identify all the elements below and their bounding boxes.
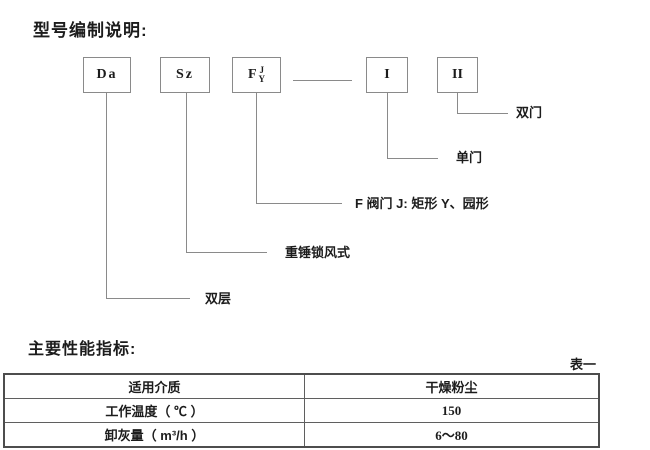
table-row: 适用介质 干燥粉尘 (3, 373, 600, 399)
leader-hline-sz (186, 252, 267, 253)
connector-line-f-to-i (293, 80, 352, 81)
performance-section-title: 主要性能指标: (28, 341, 137, 358)
model-code-box-i: I (366, 57, 408, 93)
leader-vline-f (256, 93, 257, 204)
leader-vline-i (387, 93, 388, 159)
code-ii: II (452, 67, 463, 82)
leader-label-valve-type: F 阀门 J: 矩形 Y、园形 (355, 196, 489, 211)
leader-hline-i (387, 158, 438, 159)
row-discharge-value: 6～80 (304, 422, 600, 448)
model-code-box-sz: Sz (160, 57, 210, 93)
model-code-box-da: Da (83, 57, 131, 93)
code-sz: Sz (176, 67, 194, 82)
code-i: I (384, 67, 390, 82)
code-y: Y (258, 74, 266, 84)
table-row: 卸灰量（ m³/h ） 6～80 (3, 422, 600, 448)
leader-label-lock-type: 重锤锁风式 (285, 245, 351, 260)
code-da: Da (96, 67, 118, 82)
row-temperature-label: 工作温度（ ℃ ） (3, 398, 305, 423)
row-discharge-label: 卸灰量（ m³/h ） (3, 422, 305, 448)
row-medium-value: 干燥粉尘 (304, 373, 600, 399)
leader-hline-f (256, 203, 342, 204)
performance-table: 适用介质 干燥粉尘 工作温度（ ℃ ） 150 卸灰量（ m³/h ） 6～80 (3, 373, 600, 448)
code-j: J (259, 65, 265, 75)
model-coding-title: 型号编制说明: (33, 21, 148, 40)
leader-vline-sz (186, 93, 187, 253)
leader-vline-ii (457, 93, 458, 114)
leader-hline-da (106, 298, 190, 299)
table-row: 工作温度（ ℃ ） 150 (3, 398, 600, 423)
leader-vline-da (106, 93, 107, 299)
row-temperature-value: 150 (304, 398, 600, 423)
code-f: F (247, 67, 257, 82)
leader-label-single-door: 单门 (456, 150, 483, 165)
model-code-box-ii: II (437, 57, 478, 93)
table-caption: 表一 (570, 357, 597, 372)
leader-label-double-door: 双门 (516, 105, 543, 120)
model-code-box-fjy: F J Y (232, 57, 281, 93)
leader-label-double-layer: 双层 (205, 291, 232, 306)
code-jy-stack: J Y (259, 66, 266, 84)
row-medium-label: 适用介质 (3, 373, 305, 399)
leader-hline-ii (457, 113, 508, 114)
